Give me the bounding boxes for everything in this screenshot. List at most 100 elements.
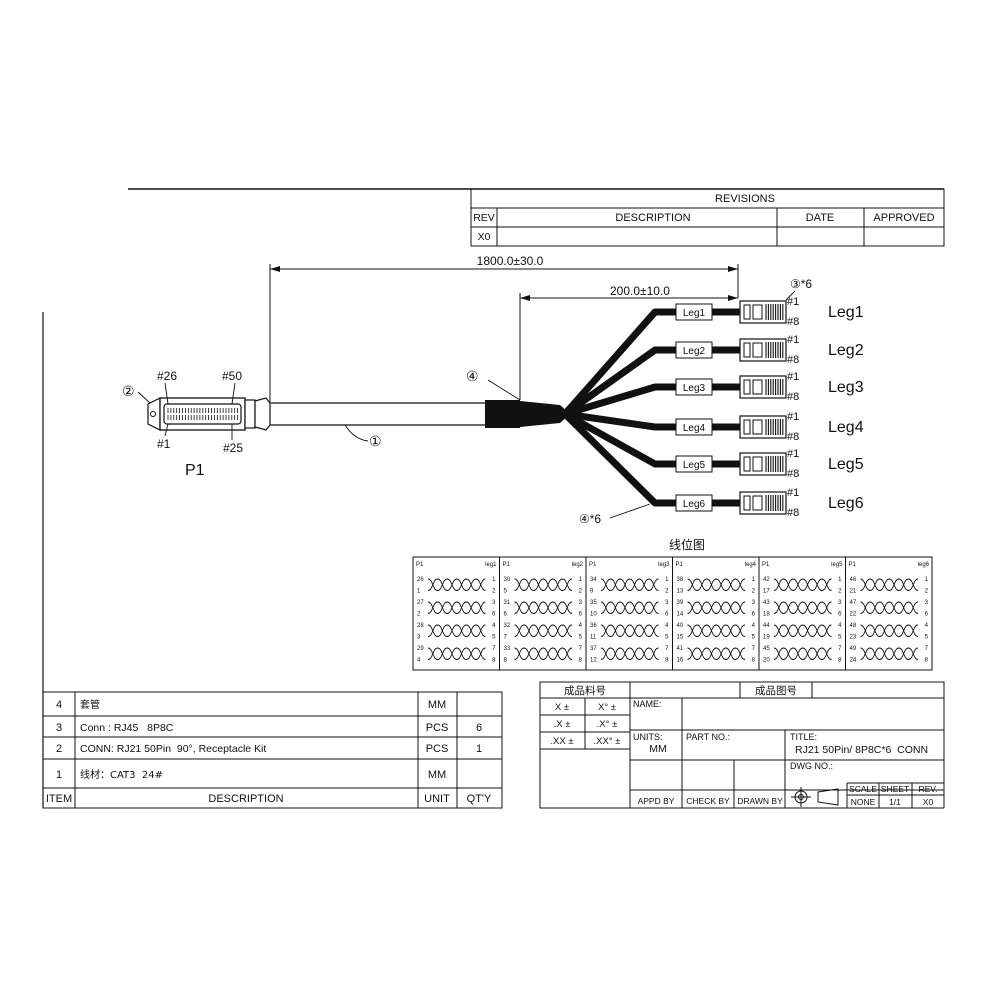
p1-pin-leaders	[137, 382, 236, 440]
name-label: NAME:	[633, 699, 662, 709]
pinout-p1-pin: 20	[763, 658, 770, 664]
leg-tag-label: Leg6	[683, 499, 706, 510]
twisted-pair-wire-b	[600, 624, 659, 637]
bom-row-2-unit: PCS	[426, 743, 449, 755]
rj45-latch	[743, 419, 751, 435]
pinout-leg-pin: 8	[579, 658, 583, 664]
rj45-plug-body	[739, 338, 787, 362]
material-no-label: 成品料号	[564, 684, 606, 697]
twisted-pair-wire-a	[687, 647, 746, 660]
callout-4x6: ④*6	[579, 512, 601, 526]
pinout-p1-pin: 7	[504, 635, 508, 641]
bom-row-3-item: 3	[56, 722, 62, 734]
twisted-pair-wire-b	[514, 624, 573, 637]
twisted-pair-wire-a	[514, 578, 573, 591]
leg-pin-bottom-label: #8	[787, 354, 799, 366]
leg-name-label: Leg3	[828, 379, 864, 396]
pinout-left-header: P1	[503, 562, 511, 568]
rj45-window	[752, 342, 763, 358]
pinout-leg-pin: 7	[579, 646, 583, 652]
pinout-p1-pin: 32	[504, 623, 511, 629]
pinout-leg-pin: 3	[665, 600, 669, 606]
pinout-leg-pin: 6	[752, 612, 756, 618]
pinout-p1-pin: 49	[850, 646, 857, 652]
revisions-table: REVISIONS REV DESCRIPTION DATE APPROVED …	[470, 188, 945, 247]
pinout-leg-pin: 1	[665, 577, 669, 583]
pinout-p1-pin: 34	[590, 577, 597, 583]
tol-dot-xx-deg: .XX° ±	[594, 736, 621, 747]
rj45-window	[752, 304, 763, 320]
twisted-pair-wire-a	[860, 624, 919, 637]
pinout-p1-pin: 16	[677, 658, 684, 664]
twisted-pair-wire-b	[687, 578, 746, 591]
pinout-p1-pin: 47	[850, 600, 857, 606]
leg-pin-bottom-label: #8	[787, 391, 799, 403]
twisted-pair-wire-a	[514, 647, 573, 660]
twisted-pair-wire-a	[687, 624, 746, 637]
twisted-pair-wire-b	[600, 601, 659, 614]
pinout-p1-pin: 17	[763, 589, 770, 595]
bom-row-2-qty: 1	[476, 743, 482, 755]
pinout-leg-pin: 5	[492, 635, 496, 641]
pinout-p1-pin: 24	[850, 658, 857, 664]
breakout-sleeve	[485, 379, 568, 428]
pinout-p1-pin: 3	[417, 635, 421, 641]
leg-wire	[562, 308, 678, 417]
leg-tag-box	[675, 378, 713, 396]
twisted-pair-wire-b	[687, 624, 746, 637]
leg-tag-box	[675, 341, 713, 359]
pinout-p1-pin: 42	[763, 577, 770, 583]
twisted-pair-wire-a	[427, 601, 486, 614]
twisted-pair-wire-b	[427, 578, 486, 591]
leg-tag-label: Leg5	[683, 460, 706, 471]
bom-header-unit: UNIT	[424, 793, 450, 805]
pinout-leg-pin: 2	[925, 589, 929, 595]
approved-header: APPROVED	[873, 212, 934, 224]
pinout-p1-pin: 8	[504, 658, 508, 664]
twisted-pair-wire-b	[427, 601, 486, 614]
pinout-right-header: leg4	[745, 562, 757, 568]
twisted-pair-wire-b	[600, 578, 659, 591]
leg-tag-label: Leg1	[683, 308, 706, 319]
pinout-leg-pin: 4	[579, 623, 583, 629]
callout-2: ②	[122, 383, 135, 399]
pinout-leg-pin: 1	[925, 577, 929, 583]
pinout-leg-pin: 3	[579, 600, 583, 606]
title-value: RJ21 50Pin/ 8P8C*6 CONN	[795, 744, 928, 756]
twisted-pair-wire-b	[427, 624, 486, 637]
rj45-latch	[743, 379, 751, 395]
p1-pin1-label: #1	[157, 437, 171, 451]
pinout-leg-pin: 1	[752, 577, 756, 583]
units-label: UNITS:	[633, 732, 663, 742]
leg-tag-box	[675, 494, 713, 512]
pinout-right-header: leg6	[918, 562, 930, 568]
pinout-p1-pin: 33	[504, 646, 511, 652]
twisted-pair-wire-a	[860, 578, 919, 591]
pinout-leg-pin: 4	[925, 623, 929, 629]
pinout-right-header: leg1	[485, 562, 497, 568]
pinout-leg-pin: 2	[579, 589, 583, 595]
pinout-leg-pin: 5	[665, 635, 669, 641]
rj45-window	[752, 495, 763, 511]
pinout-p1-pin: 19	[763, 635, 770, 641]
pinout-p1-pin: 37	[590, 646, 597, 652]
pinout-p1-pin: 26	[417, 577, 424, 583]
pinout-leg-pin: 1	[579, 577, 583, 583]
leg-length-label: 200.0±10.0	[610, 284, 670, 298]
pinout-leg-pin: 8	[665, 658, 669, 664]
rev-value: X0	[478, 231, 491, 243]
twisted-pair-wire-b	[860, 578, 919, 591]
pinout-leg-pin: 3	[838, 600, 842, 606]
twisted-pair-wire-b	[860, 647, 919, 660]
pinout-p1-pin: 40	[677, 623, 684, 629]
pinout-right-header: leg2	[572, 562, 584, 568]
bom-row-3-description: Conn : RJ45 8P8C	[80, 722, 174, 734]
pinout-p1-pin: 9	[590, 589, 594, 595]
projection-symbol-icon	[791, 787, 839, 807]
